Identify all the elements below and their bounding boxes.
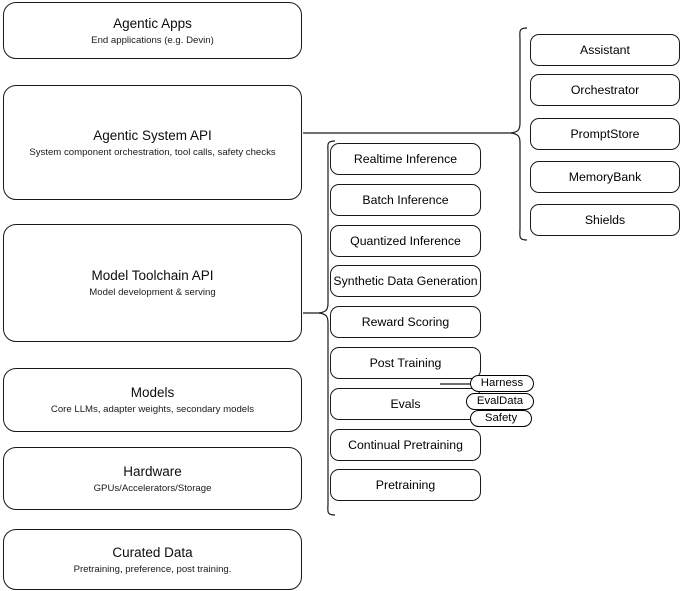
layer-agentic-apps[interactable]: Agentic Apps End applications (e.g. Devi…: [3, 2, 302, 59]
chip-label: Reward Scoring: [361, 314, 450, 329]
layer-title: Agentic Apps: [113, 15, 192, 31]
chip-label: Orchestrator: [570, 82, 640, 97]
system-component-shields[interactable]: Shields: [530, 204, 680, 236]
toolchain-component-reward-scoring[interactable]: Reward Scoring: [330, 306, 481, 338]
layer-title: Agentic System API: [93, 127, 212, 143]
toolchain-component-batch-inference[interactable]: Batch Inference: [330, 184, 481, 216]
toolchain-component-synthetic-data-generation[interactable]: Synthetic Data Generation: [330, 265, 481, 297]
system-component-promptstore[interactable]: PromptStore: [530, 118, 680, 150]
chip-label: Evals: [390, 396, 421, 411]
chip-label: Pretraining: [375, 477, 436, 492]
layer-model-toolchain-api[interactable]: Model Toolchain API Model development & …: [3, 224, 302, 342]
layer-title: Model Toolchain API: [91, 268, 214, 283]
chip-label: Shields: [584, 212, 626, 227]
chip-label: Post Training: [369, 355, 442, 370]
toolchain-component-quantized-inference[interactable]: Quantized Inference: [330, 225, 481, 257]
layer-subtitle: System component orchestration, tool cal…: [29, 146, 276, 158]
chip-label: Batch Inference: [362, 192, 449, 207]
toolchain-component-post-training[interactable]: Post Training: [330, 347, 481, 379]
evals-badge-safety[interactable]: Safety: [470, 410, 532, 427]
layer-hardware[interactable]: Hardware GPUs/Accelerators/Storage: [3, 447, 302, 510]
chip-label: Continual Pretraining: [348, 437, 463, 452]
toolchain-component-realtime-inference[interactable]: Realtime Inference: [330, 143, 481, 175]
layer-subtitle: GPUs/Accelerators/Storage: [93, 482, 212, 494]
chip-label: MemoryBank: [568, 169, 642, 184]
badge-label: EvalData: [476, 395, 524, 407]
system-component-memorybank[interactable]: MemoryBank: [530, 161, 680, 193]
layer-curated-data[interactable]: Curated Data Pretraining, preference, po…: [3, 529, 302, 590]
badge-label: Harness: [480, 377, 524, 389]
layer-subtitle: Core LLMs, adapter weights, secondary mo…: [50, 404, 255, 415]
layer-models[interactable]: Models Core LLMs, adapter weights, secon…: [3, 368, 302, 432]
layer-title: Models: [130, 385, 175, 400]
chip-label: Quantized Inference: [350, 233, 461, 248]
system-component-orchestrator[interactable]: Orchestrator: [530, 74, 680, 106]
toolchain-component-pretraining[interactable]: Pretraining: [330, 469, 481, 501]
layer-title: Curated Data: [112, 544, 193, 560]
toolchain-component-evals[interactable]: Evals: [330, 388, 481, 420]
evals-badge-evaldata[interactable]: EvalData: [466, 393, 534, 410]
badge-label: Safety: [484, 412, 518, 424]
chip-label: Realtime Inference: [353, 151, 458, 166]
chip-label: Assistant: [580, 42, 630, 57]
layer-subtitle: End applications (e.g. Devin): [91, 34, 214, 46]
chip-label: PromptStore: [570, 126, 640, 141]
system-component-assistant[interactable]: Assistant: [530, 34, 680, 66]
layer-agentic-system-api[interactable]: Agentic System API System component orch…: [3, 85, 302, 200]
brace-system-components: [510, 27, 528, 241]
chip-label: Synthetic Data Generation: [333, 273, 478, 288]
evals-badge-harness[interactable]: Harness: [470, 375, 534, 392]
layer-subtitle: Pretraining, preference, post training.: [73, 563, 232, 575]
layer-title: Hardware: [123, 463, 182, 479]
layer-subtitle: Model development & serving: [89, 287, 216, 298]
toolchain-component-continual-pretraining[interactable]: Continual Pretraining: [330, 429, 481, 461]
